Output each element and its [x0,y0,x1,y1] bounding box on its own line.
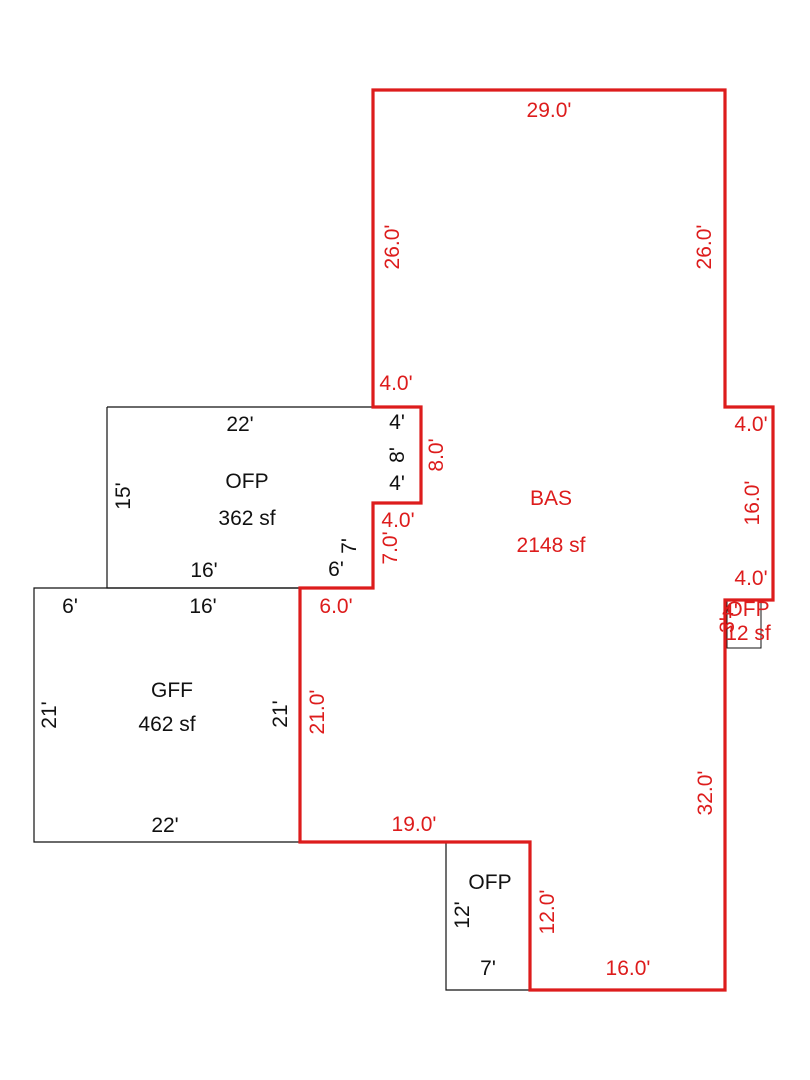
bas-dim-bottom-notch: 12.0' [536,890,559,935]
bas-dim-left-upper: 26.0' [381,225,404,270]
gff-dim-left: 21' [38,701,61,728]
bas-dim-left-lower: 21.0' [306,690,329,735]
bas-dim-step-left: 4.0' [379,372,412,395]
bas-dim-notch-bottom: 4.0' [381,509,414,532]
bas-dim-bottom-left: 19.0' [392,813,437,836]
gff-dim-bottom: 22' [151,814,178,837]
ofp-bottom-dim-left: 12' [451,901,474,928]
ofp-left-dim-notch-side: 8' [386,447,409,463]
bas-dim-top: 29.0' [527,99,572,122]
bas-dim-right-upper: 26.0' [693,225,716,270]
ofp-left-dim-notch-top: 4' [389,411,405,434]
bas-outline [298,88,775,992]
ofp-left-area-label: 362 sf [218,507,275,530]
bas-dim-right-step-bottom: 4.0' [734,567,767,590]
ofp-left-dim-left: 15' [112,482,135,509]
bas-code-label: BAS [530,487,572,510]
ofp-left-dim-notch-bottom: 4' [389,472,405,495]
gff-code-label: GFF [151,679,193,702]
bas-dim-right-mid: 16.0' [741,481,764,526]
bas-dim-diag-step: 6.0' [319,595,352,618]
bas-area-label: 2148 sf [517,534,586,557]
bas-dim-bottom-right: 16.0' [606,957,651,980]
ofp-left-dim-diag-side: 7' [338,538,361,554]
gff-dim-right: 21' [269,700,292,727]
bas-dim-notch-vertical: 8.0' [425,438,448,471]
bas-dim-right-step-top: 4.0' [734,413,767,436]
small-porch-area-label: 12 sf [725,622,771,645]
small-porch-code-label: OFP [726,598,769,621]
ofp-bottom-code-label: OFP [468,871,511,894]
bas-dim-diag-vertical: 7.0' [379,531,402,564]
small-porch-dim-a: 4' [722,600,738,623]
bas-dim-right-lower: 32.0' [694,771,717,816]
ofp-bottom-outline [445,842,530,991]
gff-area-label: 462 sf [138,713,195,736]
ofp-left-dim-top: 22' [226,413,253,436]
gff-dim-top: 16' [189,595,216,618]
ofp-left-dim-diag-bottom: 6' [328,558,344,581]
small-porch-dim-b: 3' [716,617,739,633]
ofp-left-code-label: OFP [225,470,268,493]
ofp-bottom-dim-bottom: 7' [480,957,496,980]
gff-dim-top-left: 6' [62,595,78,618]
ofp-left-dim-bottom: 16' [190,559,217,582]
